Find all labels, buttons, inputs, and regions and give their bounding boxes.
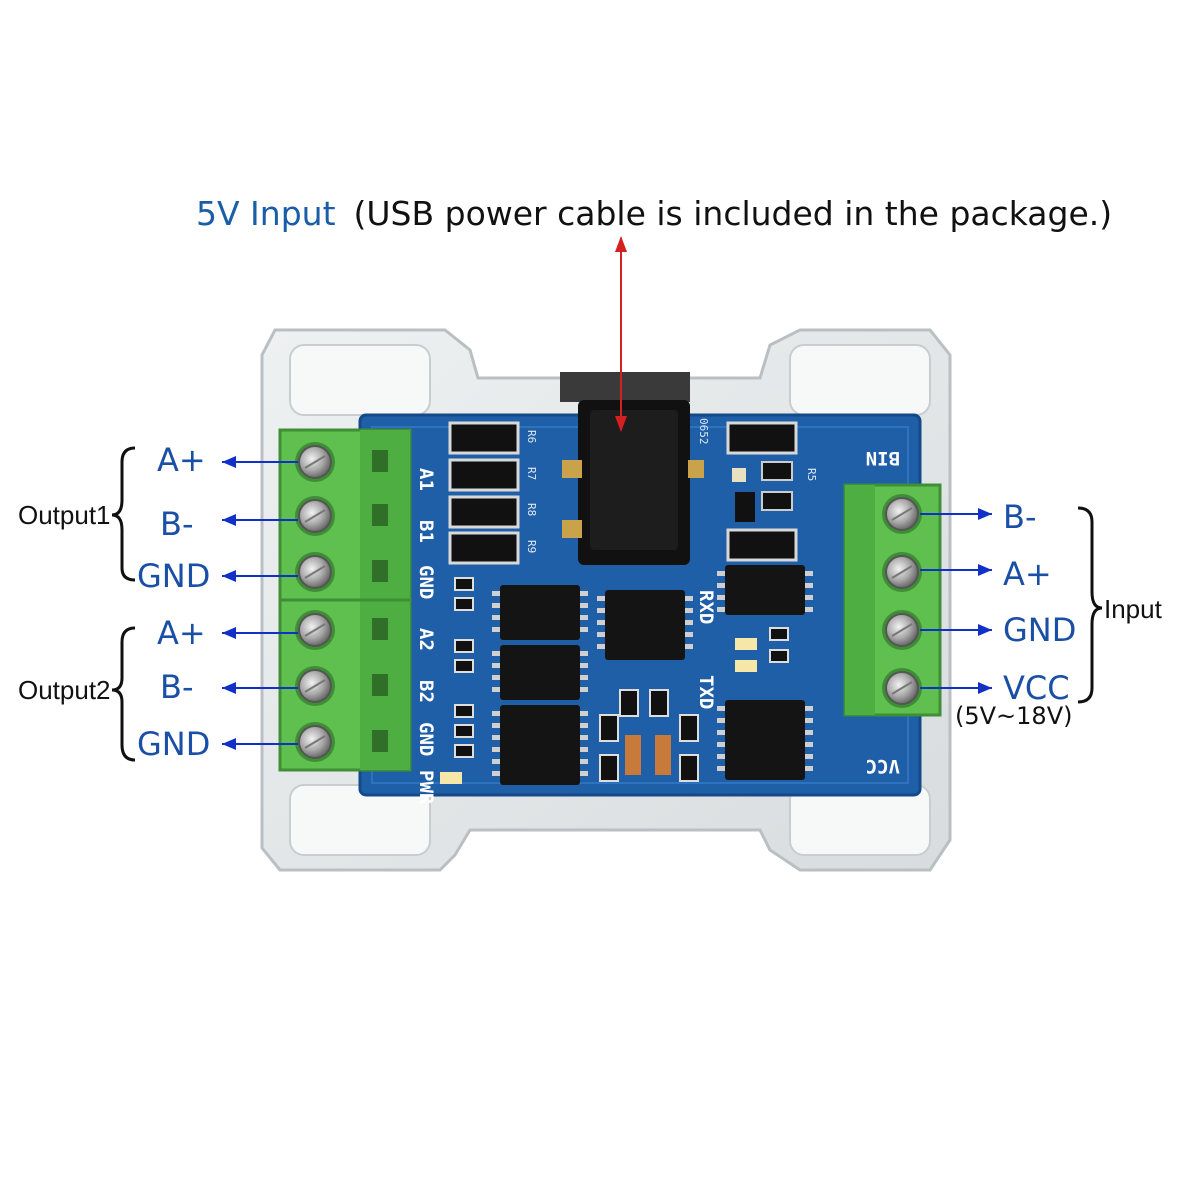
power-input-label: 5V Input [196,194,336,233]
right-terminal-screw [882,552,922,592]
silk-a1: A1 [415,468,437,491]
arrows [222,236,992,750]
output2-pin-gnd: GND [137,725,211,763]
dc-power-jack [560,372,704,565]
vcc-voltage-range: (5V~18V) [955,702,1073,730]
output1-bracket [111,446,136,582]
input-arrow-gnd [920,624,992,636]
output1-pin-b: B- [160,505,194,543]
resistor-array [448,421,798,565]
terminal-slot [372,504,388,526]
right-terminal-screw [882,668,922,708]
silk-vcc: VCC [866,755,900,777]
silk-b1: B1 [415,520,437,543]
ic-chip [492,705,588,785]
input-pin-b: B- [1003,498,1037,536]
input-arrow-vcc [920,682,992,694]
silkscreen-left: A1 B1 GND A2 B2 GND PWR [415,468,437,805]
ic-chips [492,565,813,785]
silk-r6: R6 [525,430,538,443]
left-terminal-screw [295,610,335,650]
left-terminal-screw [295,552,335,592]
terminal-slot [372,450,388,472]
output1-pin-gnd: GND [137,557,211,595]
output2-bracket [111,626,136,762]
output2-pin-a: A+ [157,614,206,652]
input-arrow-a [920,564,992,576]
smd-components [440,577,789,784]
output1-arrow-gnd [222,570,298,582]
silk-bin: BIN [866,447,900,469]
left-terminal-screw [295,442,335,482]
ic-chip [492,645,588,700]
silk-gnd1: GND [415,565,437,599]
input-pin-vcc: VCC [1003,669,1070,707]
left-terminal-screw [295,666,335,706]
terminal-slot [372,560,388,582]
terminal-slot [372,730,388,752]
left-terminal-screw [295,496,335,536]
ic-chip [717,565,813,615]
output2-arrow-b [222,682,298,694]
silk-r8: R8 [525,503,538,516]
power-input-note: (USB power cable is included in the pack… [353,194,1113,233]
input-label: Input [1104,594,1162,624]
output2-pin-b: B- [160,668,194,706]
power-jack-arrow [615,236,627,432]
silk-a2: A2 [415,628,437,651]
right-terminal-block [843,483,942,717]
silk-r9: R9 [525,540,538,553]
output2-arrow-a [222,627,298,639]
left-terminal-block [278,428,412,772]
input-pin-a: A+ [1003,555,1052,593]
output2-label: Output2 [18,675,111,705]
power-input-caption: 5V Input (USB power cable is included in … [196,190,1112,238]
output1-arrow-b [222,514,298,526]
right-terminal-screw [882,610,922,650]
silkscreen-center: RXD TXD [695,590,717,709]
silk-r5: R5 [805,468,818,481]
silk-txd: TXD [695,675,717,709]
ic-chip [492,585,588,640]
input-bracket [1077,506,1103,704]
output2-arrow-gnd [222,738,298,750]
brackets [111,446,1103,762]
silk-b2: B2 [415,680,437,703]
left-terminal-screw [295,722,335,762]
silk-gnd2: GND [415,722,437,756]
silk-chip: 0652 [697,418,710,445]
silk-rxd: RXD [695,590,717,624]
ic-chip [717,700,813,780]
output1-label: Output1 [18,500,111,530]
silkscreen-refs: R6 R7 R8 R9 R5 0652 [525,418,818,553]
right-terminal-screw [882,494,922,534]
output1-pin-a: A+ [157,441,206,479]
input-arrow-b [920,508,992,520]
terminal-slot [372,674,388,696]
silk-r7: R7 [525,467,538,480]
output1-arrow-a [222,456,298,468]
silkscreen-right: BIN VCC [866,447,900,777]
input-pin-gnd: GND [1003,611,1077,649]
ic-chip [597,590,693,660]
silk-pwr: PWR [415,770,437,805]
terminal-slot [372,618,388,640]
